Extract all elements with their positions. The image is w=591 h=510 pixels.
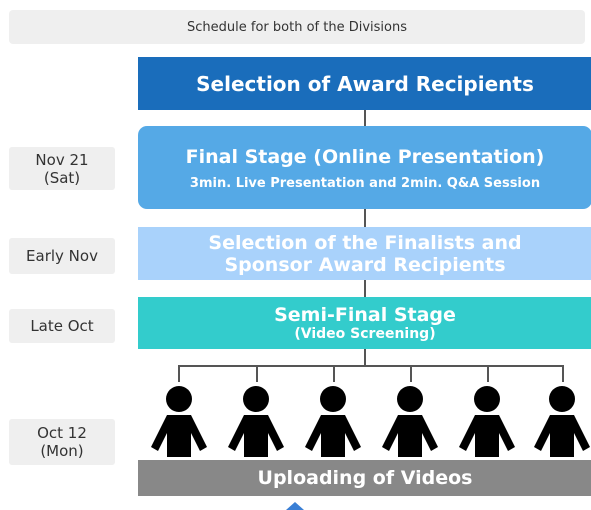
finalists-line-2: Sponsor Award Recipients <box>224 253 506 276</box>
date-label-early-nov: Early Nov <box>9 238 115 274</box>
connector-final-finalists <box>364 209 366 227</box>
date-label-oct-12: Oct 12 (Mon) <box>9 419 115 465</box>
semifinal-stage-box: Semi-Final Stage (Video Screening) <box>138 297 591 349</box>
date-oct-12-line2: (Mon) <box>40 442 84 460</box>
date-label-nov-21: Nov 21 (Sat) <box>9 147 115 190</box>
award-selection-box: Selection of Award Recipients <box>138 57 591 110</box>
connector-horizontal <box>178 365 564 367</box>
uploading-videos-bar: Uploading of Videos <box>138 460 591 496</box>
connector-drop-1 <box>178 365 180 382</box>
person-icon <box>148 385 210 457</box>
uploading-videos-text: Uploading of Videos <box>257 467 473 489</box>
finalists-line-1: Selection of the Finalists and <box>208 231 522 254</box>
connector-drop-2 <box>256 365 258 382</box>
date-label-late-oct: Late Oct <box>9 309 115 343</box>
person-icon <box>531 385 591 457</box>
person-icon <box>302 385 364 457</box>
connector-semifinal-down <box>364 349 366 366</box>
semifinal-title: Semi-Final Stage <box>274 304 456 326</box>
up-arrow-icon <box>286 502 304 510</box>
date-oct-12-line1: Oct 12 <box>37 424 87 442</box>
connector-drop-4 <box>410 365 412 382</box>
person-icon <box>379 385 441 457</box>
person-icon <box>456 385 518 457</box>
final-stage-title: Final Stage (Online Presentation) <box>185 146 545 168</box>
connector-drop-5 <box>487 365 489 382</box>
connector-drop-3 <box>333 365 335 382</box>
date-early-nov-text: Early Nov <box>26 247 98 265</box>
connector-award-final <box>364 110 366 126</box>
final-stage-subtitle: 3min. Live Presentation and 2min. Q&A Se… <box>189 176 541 191</box>
date-nov-21-line2: (Sat) <box>43 168 81 187</box>
award-selection-title: Selection of Award Recipients <box>196 71 534 96</box>
date-nov-21-line1: Nov 21 <box>35 150 89 169</box>
connector-finalists-semifinal <box>364 280 366 297</box>
date-late-oct-text: Late Oct <box>30 317 94 335</box>
schedule-header: Schedule for both of the Divisions <box>9 10 585 44</box>
semifinal-subtitle: (Video Screening) <box>294 326 436 342</box>
connector-drop-6 <box>562 365 564 382</box>
schedule-header-text: Schedule for both of the Divisions <box>187 19 407 35</box>
finalists-selection-box: Selection of the Finalists and Sponsor A… <box>138 227 591 280</box>
person-icon <box>225 385 287 457</box>
final-stage-box: Final Stage (Online Presentation) 3min. … <box>138 126 591 209</box>
